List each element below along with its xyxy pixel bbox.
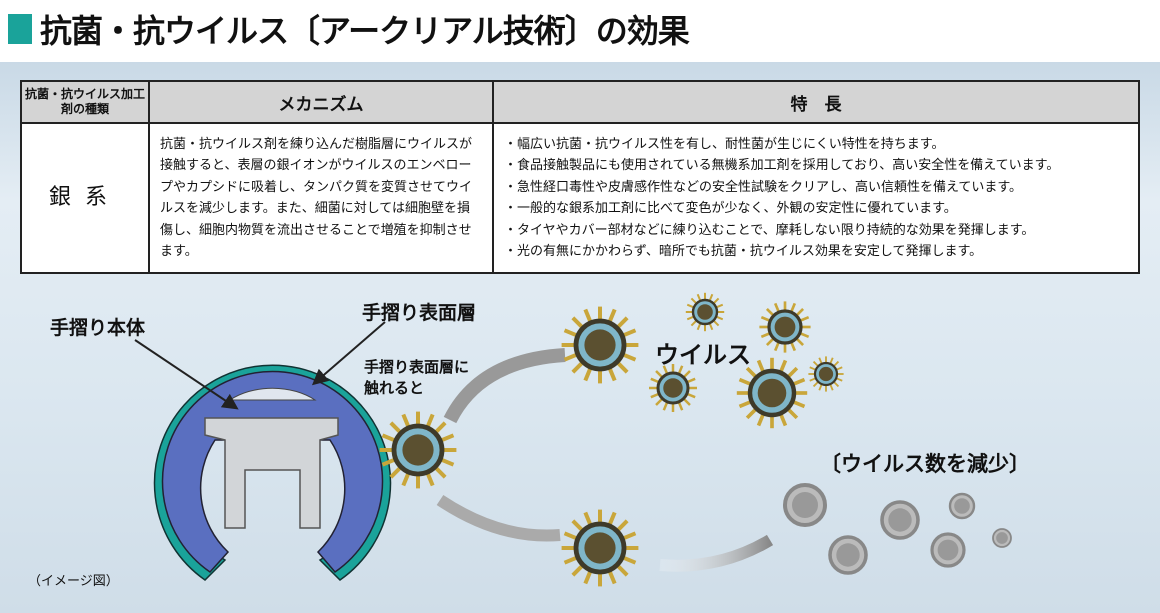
reduce-label: 〔ウイルス数を減少〕	[820, 452, 1030, 476]
body-pointer	[134, 339, 239, 410]
feature-item: ・タイヤやカバー部材などに練り込むことで、摩耗しない限り持続的な効果を発揮します…	[504, 222, 1035, 238]
virus	[759, 301, 811, 353]
header-kind: 抗菌・抗ウイルス加工剤の種類	[20, 80, 150, 124]
header-features: 特 長	[492, 80, 1140, 124]
transition-arrow	[436, 495, 561, 542]
virus	[649, 364, 697, 412]
cell-mechanism: 抗菌・抗ウイルス剤を練り込んだ樹脂層にウイルスが接触すると、表層の銀イオンがウイ…	[148, 122, 494, 274]
features-table: 抗菌・抗ウイルス加工剤の種類 メカニズム 特 長 銀系 抗菌・抗ウイルス剤を練り…	[20, 80, 1140, 274]
reduced-virus	[992, 528, 1012, 548]
contact-label-line: 手摺り表面層に	[364, 358, 470, 376]
surface-pointer	[311, 321, 386, 386]
feature-item: ・食品接触製品にも使用されている無機系加工剤を採用しており、高い安全性を備えてい…	[504, 158, 1060, 173]
feature-item: ・幅広い抗菌・抗ウイルス性を有し、耐性菌が生じにくい特性を持ちます。	[504, 136, 945, 152]
handrail-illustration	[153, 364, 392, 581]
reduce-arrow	[659, 534, 774, 572]
reduced-virus	[930, 532, 966, 568]
contact-arrow	[443, 348, 566, 424]
virus	[379, 411, 457, 489]
surface-label: 手摺り表面層	[362, 302, 477, 324]
reduced-virus	[948, 492, 976, 520]
reduced-virus	[880, 500, 920, 540]
reduced-virus	[783, 483, 827, 527]
virus	[736, 357, 808, 429]
image-note: （イメージ図）	[28, 574, 119, 589]
virus	[808, 356, 844, 392]
feature-item: ・急性経口毒性や皮膚感作性などの安全性試験をクリアし、高い信頼性を備えています。	[504, 179, 1023, 195]
header-mechanism: メカニズム	[148, 80, 494, 124]
reduced-virus	[828, 535, 868, 575]
contact-label: 手摺り表面層に 触れると	[364, 357, 469, 399]
virus	[561, 306, 639, 384]
feature-item: ・一般的な銀系加工剤に比べて変色が少なく、外観の安定性に優れています。	[504, 201, 957, 216]
page-title: 抗菌・抗ウイルス〔アークリアル技術〕の効果	[8, 6, 690, 52]
virus	[685, 292, 725, 332]
body-label: 手摺り本体	[50, 317, 146, 339]
virus	[561, 509, 639, 587]
cell-features: ・幅広い抗菌・抗ウイルス性を有し、耐性菌が生じにくい特性を持ちます。 ・食品接触…	[492, 122, 1140, 274]
title-text: 抗菌・抗ウイルス〔アークリアル技術〕の効果	[40, 12, 690, 50]
virus-label: ウイルス	[655, 341, 751, 369]
contact-label-line: 触れると	[364, 379, 425, 397]
cell-kind: 銀系	[20, 122, 150, 274]
title-marker	[8, 14, 32, 44]
feature-item: ・光の有無にかかわらず、暗所でも抗菌・抗ウイルス効果を安定して発揮します。	[504, 244, 983, 259]
